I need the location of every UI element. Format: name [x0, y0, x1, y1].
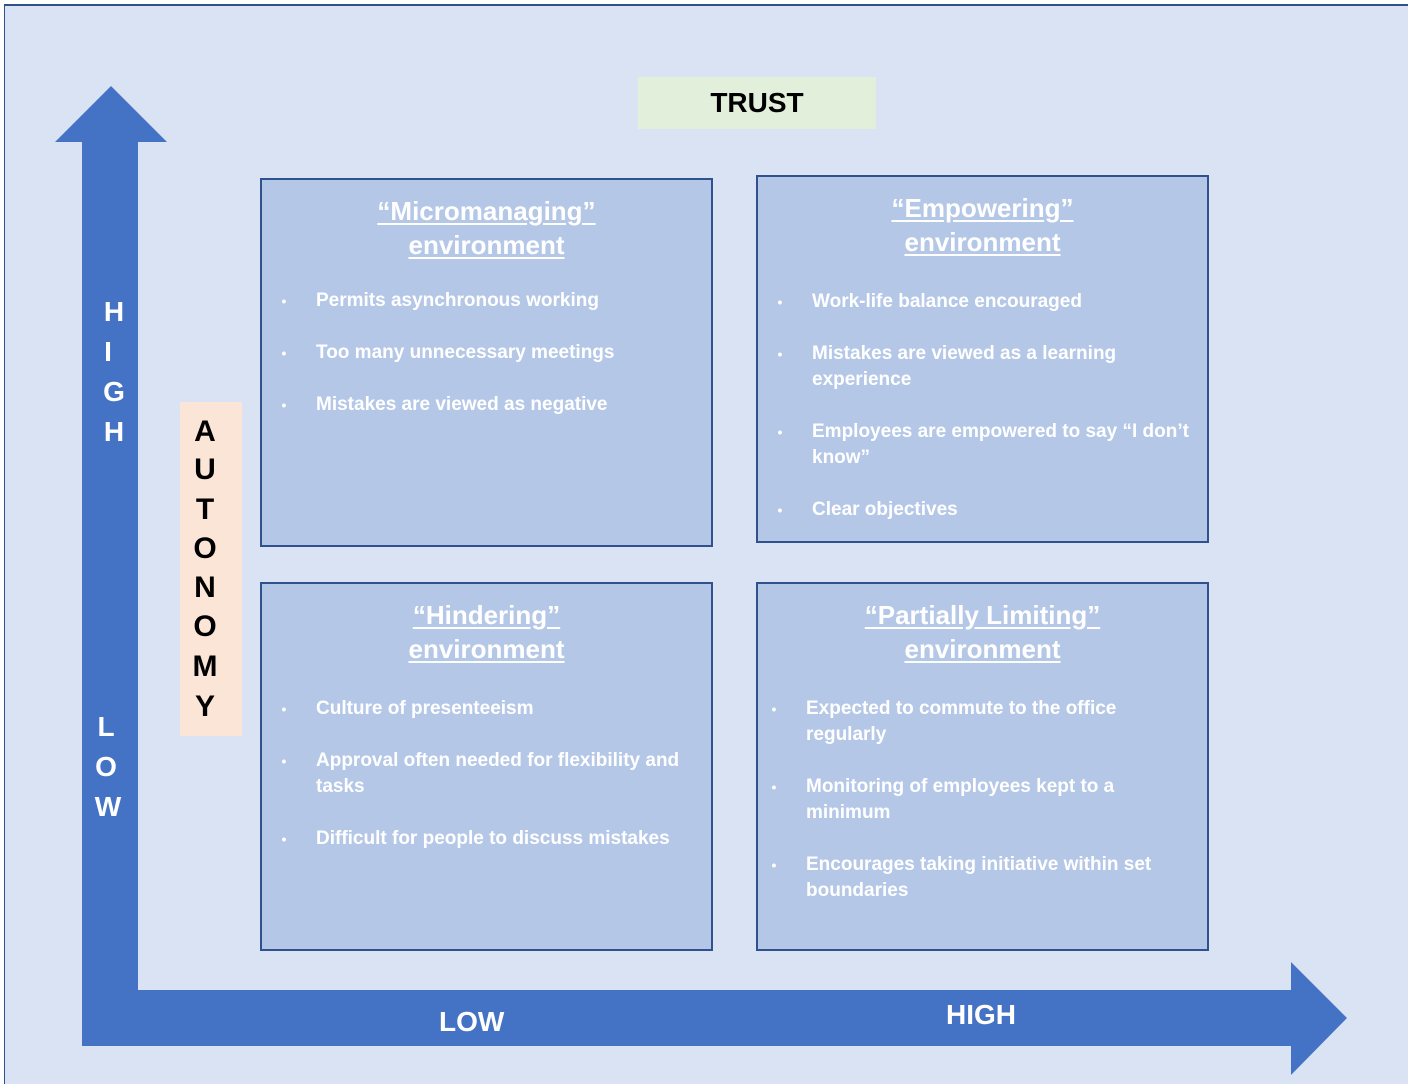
- micromanaging-quadrant: “Micromanaging” environment • Permits asy…: [260, 178, 713, 547]
- quadrant-title: “Hindering” environment: [262, 598, 711, 666]
- quadrant-title-line: “Micromanaging”: [377, 196, 596, 226]
- list-item: • Mistakes are viewed as negative: [274, 392, 701, 418]
- y-axis-high-letter: G: [103, 376, 125, 407]
- bullet-icon: •: [281, 345, 287, 361]
- empowering-quadrant: “Empowering” environment • Work-life bala…: [756, 175, 1209, 543]
- quadrant-list: • Expected to commute to the office regul…: [758, 696, 1207, 904]
- autonomy-letter: O: [193, 532, 217, 565]
- quadrant-title-line: environment: [904, 634, 1061, 664]
- quadrant-title-line: “Hindering”: [412, 600, 561, 630]
- x-axis-low-label: LOW: [439, 1006, 505, 1037]
- partially-limiting-quadrant: “Partially Limiting” environment • Expect…: [756, 582, 1209, 951]
- list-item: • Culture of presenteeism: [274, 696, 701, 722]
- list-item: • Work-life balance encouraged: [770, 289, 1197, 315]
- y-axis-low-letter: O: [95, 751, 117, 782]
- bullet-icon: •: [777, 294, 783, 310]
- quadrant-title: “Micromanaging” environment: [262, 194, 711, 262]
- list-item: • Permits asynchronous working: [274, 288, 701, 314]
- bullet-icon: •: [281, 293, 287, 309]
- autonomy-letter: A: [194, 415, 216, 448]
- list-item: • Monitoring of employees kept to a minim…: [764, 774, 1197, 826]
- list-item: • Clear objectives: [770, 497, 1197, 523]
- y-axis-low-letter: L: [97, 711, 115, 742]
- quadrant-title-line: “Partially Limiting”: [864, 600, 1101, 630]
- quadrant-title-line: environment: [408, 634, 565, 664]
- autonomy-label: A U T O N O M Y: [180, 402, 242, 736]
- y-axis-arrow: [55, 86, 167, 990]
- autonomy-letter: Y: [194, 690, 215, 723]
- x-axis-high-label: HIGH: [946, 999, 1016, 1030]
- quadrant-title-line: “Empowering”: [891, 193, 1074, 223]
- bullet-icon: •: [777, 424, 783, 440]
- bullet-icon: •: [777, 346, 783, 362]
- x-axis-arrow: [82, 962, 1347, 1075]
- list-item: • Encourages taking initiative within set…: [764, 852, 1197, 904]
- list-item-text: Culture of presenteeism: [316, 698, 534, 719]
- hindering-quadrant: “Hindering” environment • Culture of pres…: [260, 582, 713, 951]
- quadrant-title: “Partially Limiting” environment: [758, 598, 1207, 666]
- y-axis-high-letter: H: [103, 296, 125, 327]
- autonomy-letter: U: [194, 453, 216, 486]
- list-item-text: Expected to commute to the office regula…: [806, 698, 1117, 745]
- trust-label: TRUST: [638, 77, 876, 129]
- quadrant-list: • Culture of presenteeism • Approval often…: [262, 696, 711, 852]
- list-item-text: Approval often needed for flexibility an…: [316, 750, 680, 797]
- bullet-icon: •: [771, 701, 777, 717]
- bullet-icon: •: [281, 397, 287, 413]
- bullet-icon: •: [777, 502, 783, 518]
- list-item-text: Work-life balance encouraged: [812, 291, 1082, 312]
- bullet-icon: •: [771, 779, 777, 795]
- quadrant-title-line: environment: [408, 230, 565, 260]
- autonomy-letter: M: [192, 650, 218, 683]
- list-item-text: Mistakes are viewed as a learning experi…: [812, 343, 1117, 390]
- y-axis-high-letter: I: [104, 336, 112, 367]
- y-axis-high-letter: H: [103, 416, 125, 447]
- bullet-icon: •: [281, 831, 287, 847]
- list-item: • Approval often needed for flexibility a…: [274, 748, 701, 800]
- list-item-text: Clear objectives: [812, 499, 958, 520]
- list-item: • Too many unnecessary meetings: [274, 340, 701, 366]
- list-item-text: Encourages taking initiative within set …: [806, 854, 1152, 901]
- list-item-text: Mistakes are viewed as negative: [316, 394, 608, 415]
- autonomy-letter: O: [193, 610, 217, 643]
- list-item: • Mistakes are viewed as a learning exper…: [770, 341, 1197, 393]
- quadrant-title: “Empowering” environment: [758, 191, 1207, 259]
- bullet-icon: •: [281, 701, 287, 717]
- bullet-icon: •: [281, 753, 287, 769]
- autonomy-letter: T: [195, 493, 215, 526]
- list-item-text: Employees are empowered to say “I don’t …: [812, 421, 1189, 468]
- list-item: • Difficult for people to discuss mistake…: [274, 826, 701, 852]
- quadrant-list: • Work-life balance encouraged • Mistakes …: [758, 289, 1207, 523]
- y-axis-low-letter: W: [94, 791, 122, 822]
- list-item-text: Too many unnecessary meetings: [316, 342, 615, 363]
- list-item-text: Difficult for people to discuss mistakes: [316, 828, 670, 849]
- autonomy-letter: N: [194, 571, 216, 604]
- list-item-text: Monitoring of employees kept to a minimu…: [806, 776, 1115, 823]
- list-item: • Expected to commute to the office regul…: [764, 696, 1197, 748]
- quadrant-title-line: environment: [904, 227, 1061, 257]
- list-item: • Employees are empowered to say “I don’t…: [770, 419, 1197, 471]
- quadrant-list: • Permits asynchronous working • Too many …: [262, 288, 711, 418]
- bullet-icon: •: [771, 857, 777, 873]
- list-item-text: Permits asynchronous working: [316, 290, 599, 311]
